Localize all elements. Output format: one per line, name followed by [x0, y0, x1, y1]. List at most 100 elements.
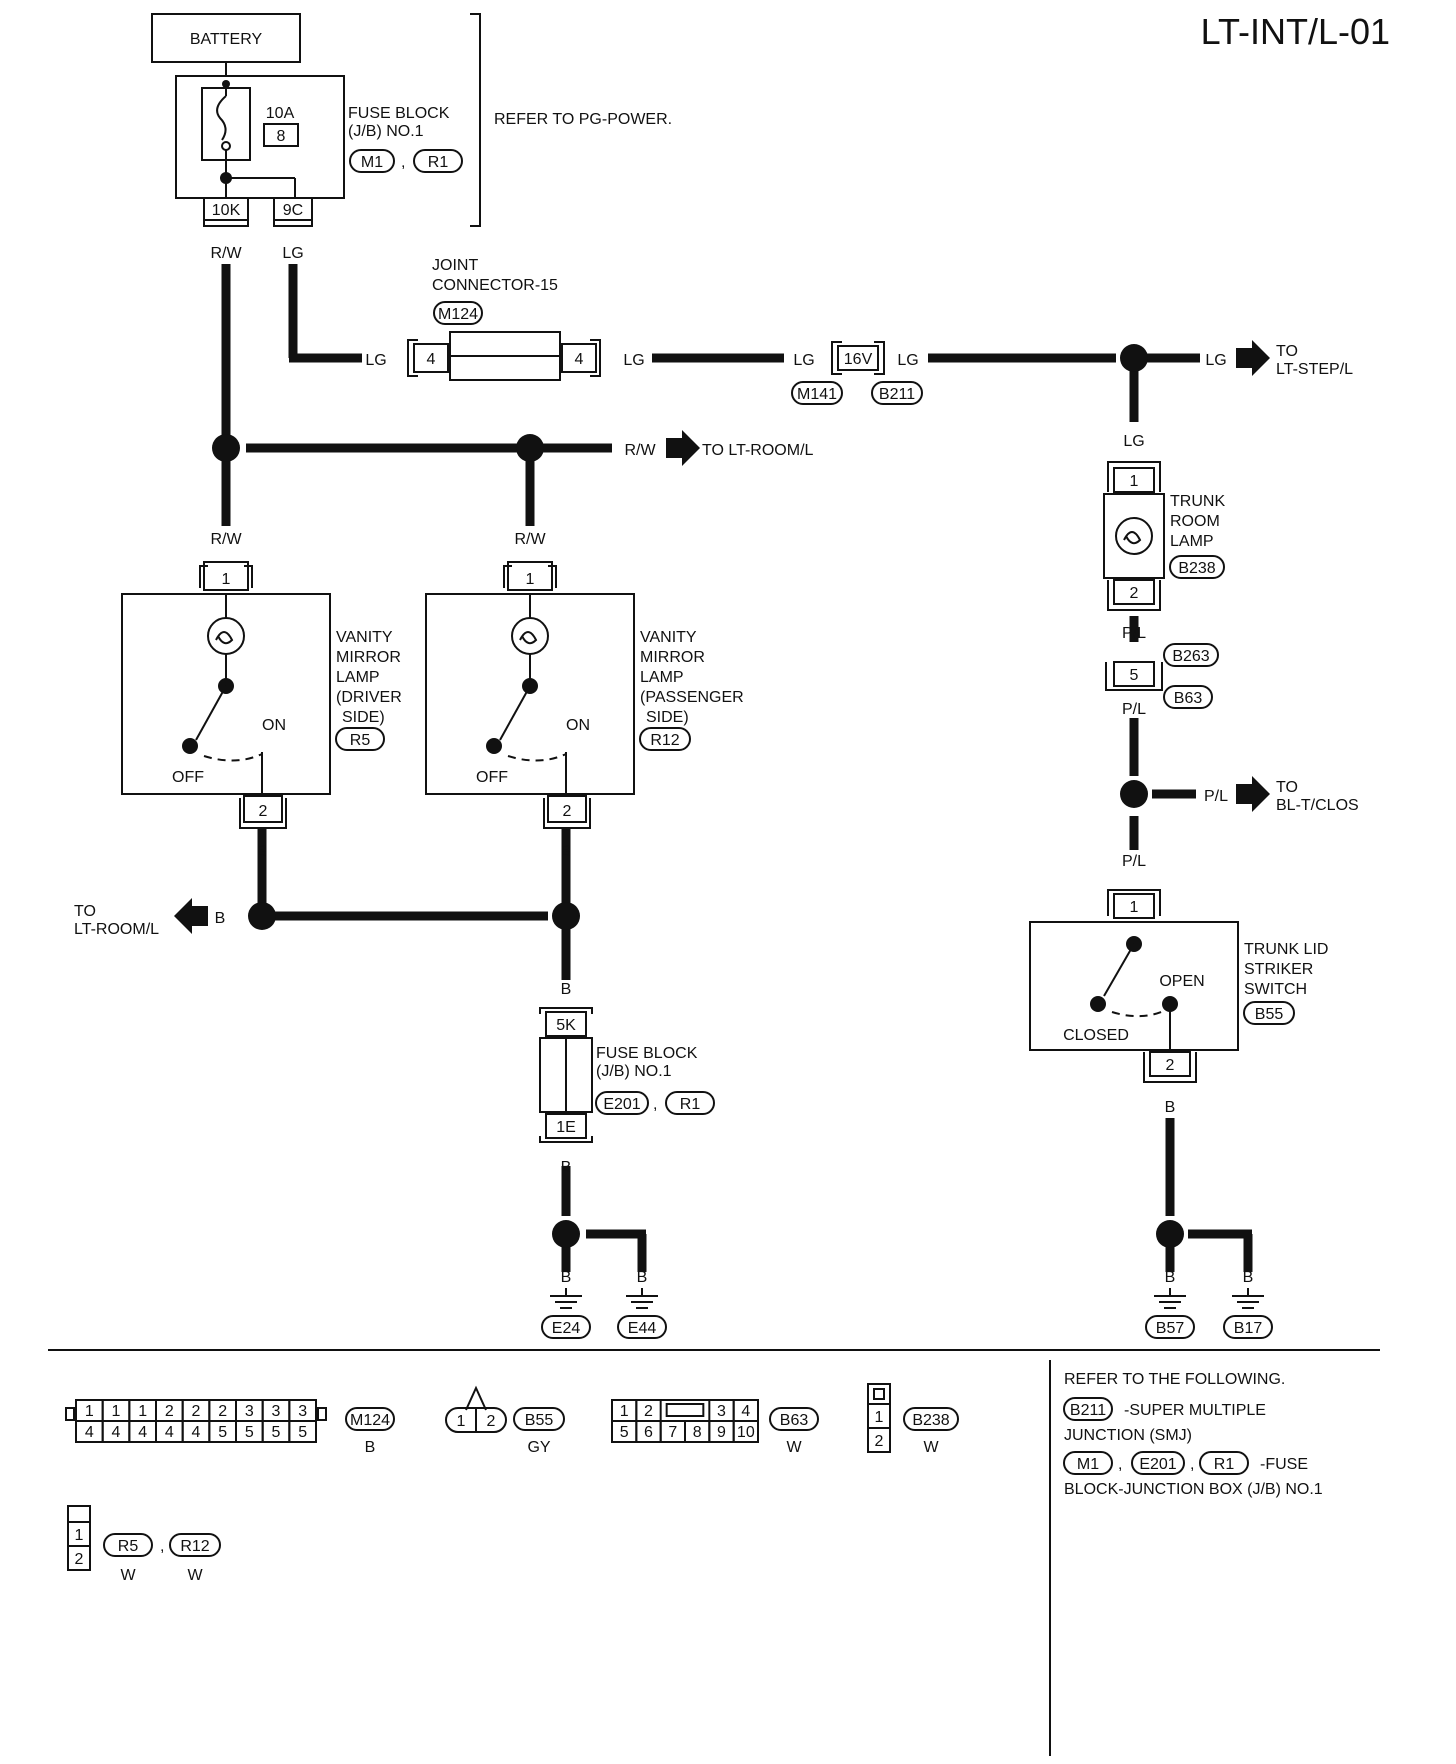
svg-text:R/W: R/W	[624, 442, 656, 459]
offpage-lt-step: LT-STEP/L	[1276, 361, 1353, 378]
connector-pin-number: 2	[218, 1403, 227, 1420]
svg-text:LG: LG	[365, 352, 386, 369]
connector-pin-number: 1	[85, 1403, 94, 1420]
svg-text:OPEN: OPEN	[1159, 973, 1204, 990]
joint-connector: 4 4	[407, 331, 601, 381]
junction-dots	[212, 344, 1184, 1248]
fuse-block-power: 10A 8	[175, 75, 345, 199]
svg-text:LG: LG	[623, 352, 644, 369]
trunk-lid-striker-switch: 1 OPEN CLOSED 2	[1029, 889, 1239, 1083]
page-code: LT-INT/L-01	[1201, 11, 1390, 52]
fuse-block-label-2: (J/B) NO.1	[348, 123, 424, 140]
joint-label-1: JOINT	[432, 257, 478, 274]
connector-pin-number: 3	[272, 1403, 281, 1420]
svg-text:,: ,	[1118, 1456, 1122, 1473]
conn-b63: B63	[1174, 690, 1203, 707]
arrow-right-icon	[1236, 776, 1270, 812]
conn-m141: M141	[797, 386, 837, 403]
conn-m124: M124	[438, 306, 478, 323]
connector-pin-number: 1	[112, 1403, 121, 1420]
offpage-bl-tclos: BL-T/CLOS	[1276, 797, 1359, 814]
ground-e24: E24	[552, 1320, 581, 1337]
svg-text:P/L: P/L	[1122, 701, 1146, 718]
svg-text:10K: 10K	[212, 202, 241, 219]
offpage-lt-room: TO LT-ROOM/L	[702, 442, 814, 459]
svg-text:2: 2	[875, 1433, 884, 1450]
arrow-right-icon	[666, 430, 700, 466]
svg-text:,: ,	[401, 154, 405, 171]
refer-heading: REFER TO THE FOLLOWING.	[1064, 1371, 1285, 1388]
connector-pin-number: 5	[272, 1424, 281, 1441]
legend-b63: B63	[780, 1412, 809, 1429]
svg-text:1: 1	[75, 1527, 84, 1544]
svg-text:2: 2	[1130, 585, 1139, 602]
conn-r1-ground: R1	[680, 1096, 701, 1113]
ground-icon	[1154, 1288, 1186, 1309]
svg-text:R/W: R/W	[210, 245, 242, 262]
svg-text:9C: 9C	[283, 202, 303, 219]
svg-text:M1: M1	[1077, 1456, 1099, 1473]
svg-text:16V: 16V	[844, 351, 873, 368]
conn-r12: R12	[650, 732, 679, 749]
arrow-right-icon	[1236, 340, 1270, 376]
svg-text:LG: LG	[1205, 352, 1226, 369]
fuse-rating: 10A	[266, 105, 295, 122]
svg-text:(J/B) NO.1: (J/B) NO.1	[596, 1063, 672, 1080]
ground-b57: B57	[1156, 1320, 1185, 1337]
connector-pin-number: 7	[668, 1424, 677, 1441]
connector-pin-number: 4	[85, 1424, 94, 1441]
legend-r5: R5	[118, 1538, 139, 1555]
svg-text:2: 2	[487, 1413, 496, 1430]
svg-text:SIDE): SIDE)	[342, 709, 385, 726]
legend-m124: M124	[350, 1412, 390, 1429]
conn-b238: B238	[1178, 560, 1215, 577]
lamp-bulb-icon	[1115, 517, 1153, 555]
connector-pin-number: 5	[245, 1424, 254, 1441]
legend-r12: R12	[180, 1538, 209, 1555]
connector-pin-number: 4	[112, 1424, 121, 1441]
legend-b238: B238	[912, 1412, 949, 1429]
harness-connector-16v: 16V	[831, 341, 885, 375]
fuse-icon	[216, 95, 227, 141]
svg-text:W: W	[120, 1567, 136, 1584]
svg-text:TO: TO	[74, 903, 96, 920]
trunk-room-lamp: 1 2	[1103, 461, 1165, 611]
connector-pin-number: 4	[192, 1424, 201, 1441]
terminal-10k	[203, 197, 249, 221]
svg-text:MIRROR: MIRROR	[640, 649, 705, 666]
svg-text:1: 1	[1130, 899, 1139, 916]
connector-pin-number: 6	[644, 1424, 653, 1441]
svg-text:FUSE BLOCK: FUSE BLOCK	[596, 1045, 698, 1062]
svg-text:B: B	[215, 910, 226, 927]
conn-r5: R5	[350, 732, 371, 749]
svg-text:P/L: P/L	[1122, 853, 1146, 870]
svg-text:4: 4	[427, 351, 436, 368]
svg-text:LAMP: LAMP	[336, 669, 380, 686]
ground-icon	[626, 1288, 658, 1309]
connector-pin-number: 8	[693, 1424, 702, 1441]
ground-icon	[550, 1288, 582, 1309]
svg-text:E201: E201	[1139, 1456, 1176, 1473]
svg-text:VANITY: VANITY	[336, 629, 393, 646]
svg-text:,: ,	[653, 1096, 657, 1113]
svg-text:-SUPER MULTIPLE: -SUPER MULTIPLE	[1124, 1402, 1266, 1419]
svg-text:B: B	[1243, 1269, 1254, 1286]
svg-text:2: 2	[75, 1551, 84, 1568]
wires	[221, 264, 1253, 1272]
svg-text:B: B	[561, 1159, 572, 1176]
connector-pin-number: 4	[138, 1424, 147, 1441]
svg-text:1: 1	[1130, 473, 1139, 490]
harness-connector-5: 5	[1105, 661, 1163, 691]
svg-text:R/W: R/W	[514, 531, 546, 548]
svg-text:(DRIVER: (DRIVER	[336, 689, 402, 706]
svg-text:B: B	[1165, 1099, 1176, 1116]
connector-pin-number: 5	[620, 1424, 629, 1441]
svg-text:JUNCTION (SMJ): JUNCTION (SMJ)	[1064, 1427, 1192, 1444]
connector-pin-number: 2	[165, 1403, 174, 1420]
arrow-left-icon	[174, 898, 208, 934]
joint-label-2: CONNECTOR-15	[432, 277, 558, 294]
connector-pin-number: 3	[298, 1403, 307, 1420]
refer-bracket	[470, 13, 481, 227]
connector-pin-number: 3	[717, 1403, 726, 1420]
